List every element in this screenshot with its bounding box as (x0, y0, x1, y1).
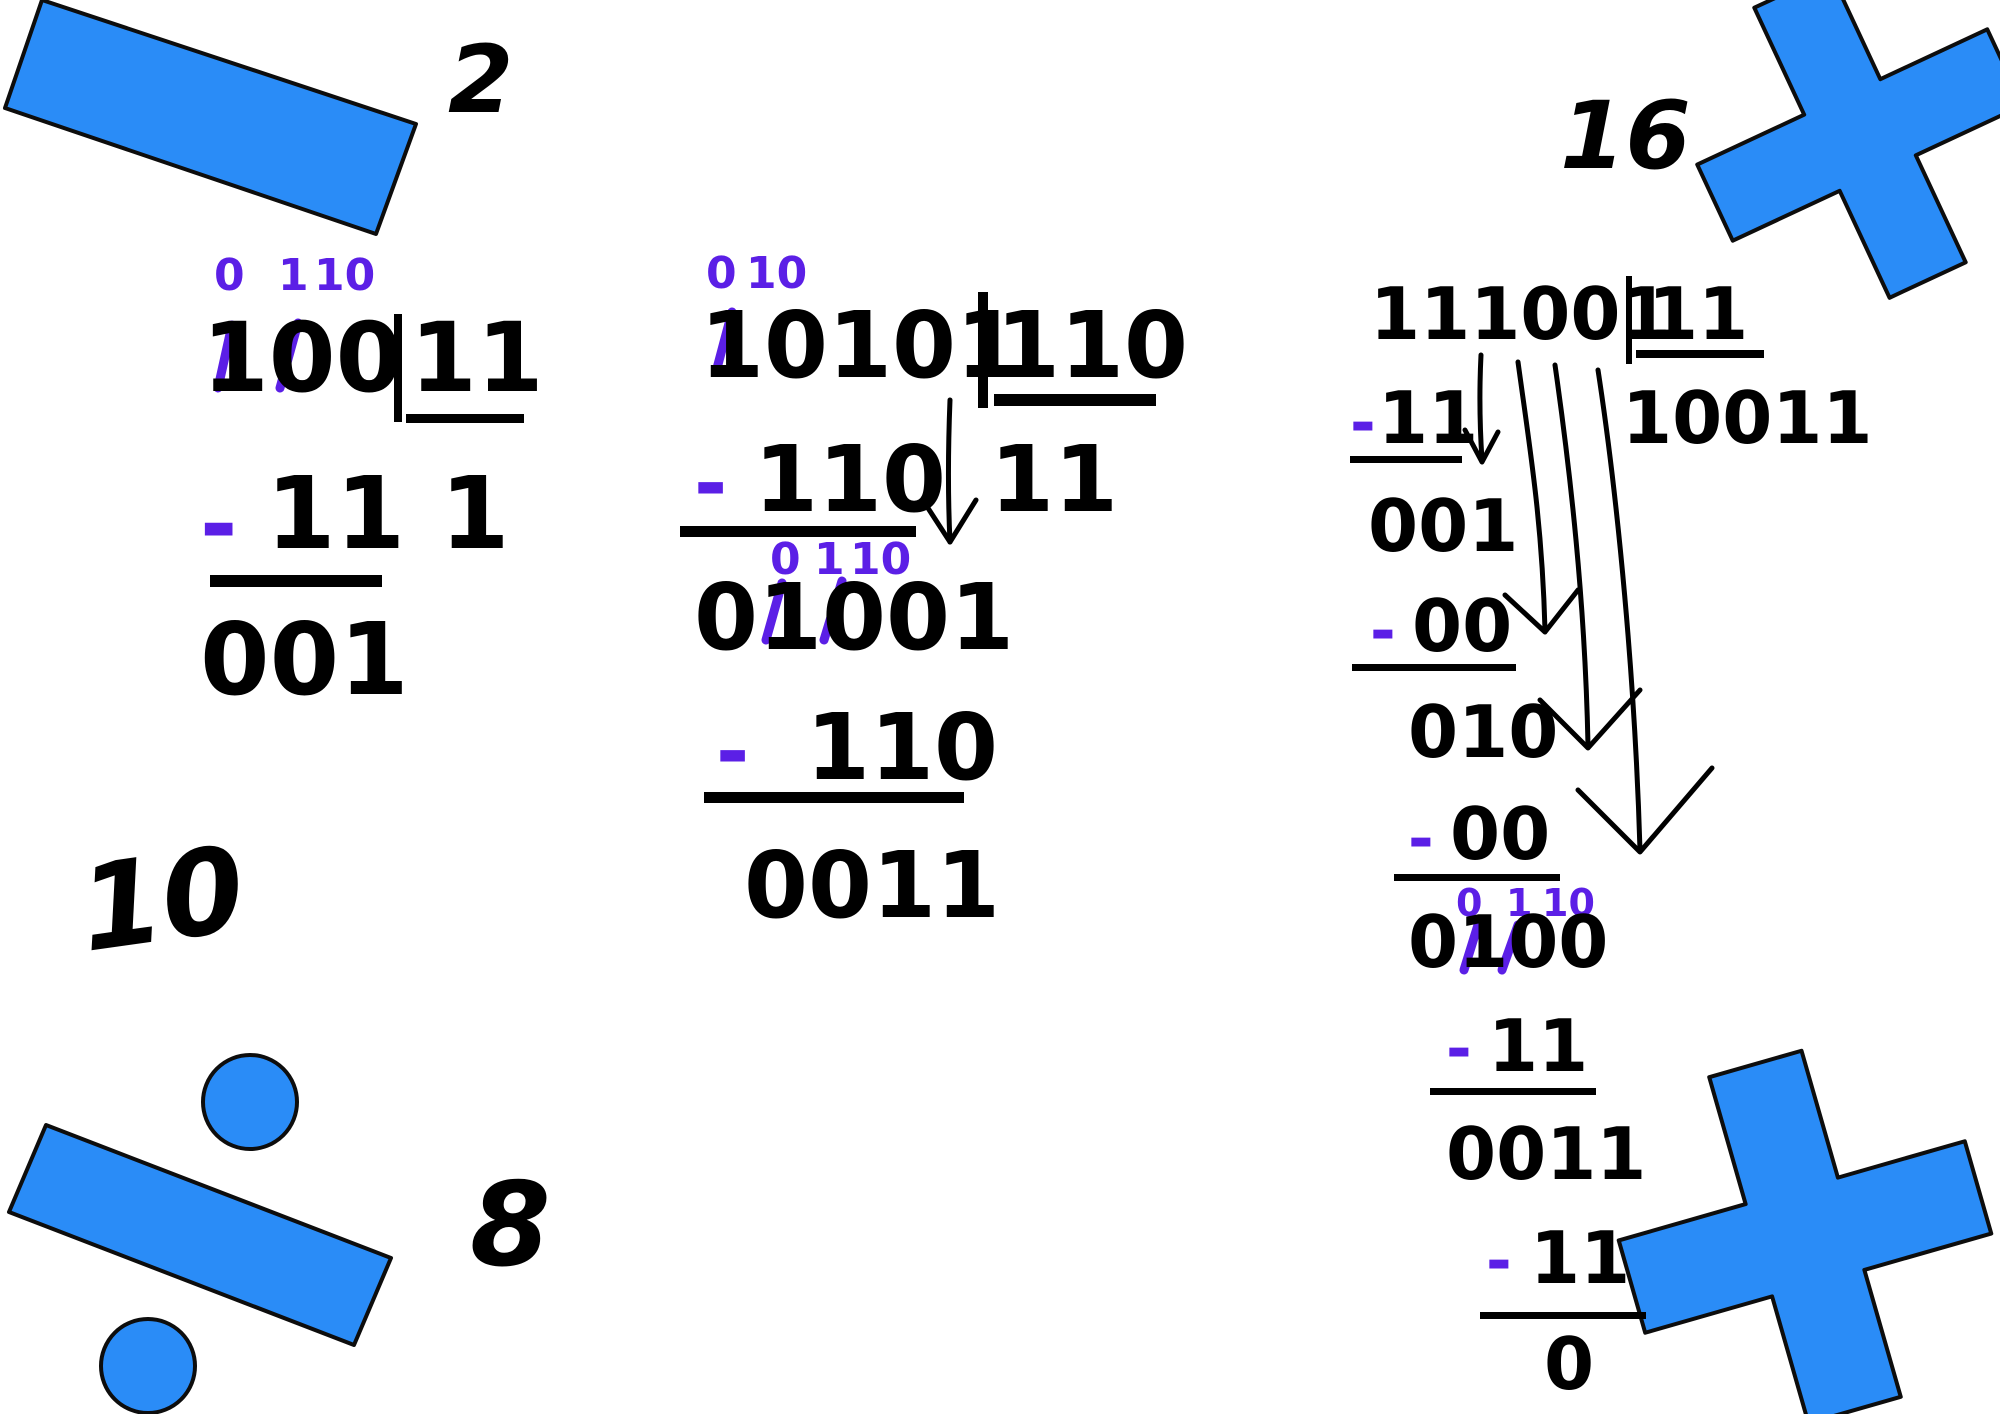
divisor-underline (994, 394, 1156, 406)
remainder: 001 (200, 601, 409, 718)
subtrahend: 11 (1378, 376, 1479, 460)
subtraction-line (1394, 874, 1560, 881)
subtraction-line (1350, 456, 1462, 463)
minus-sign: - (1350, 386, 1376, 459)
borrow-digit: 0 (770, 534, 801, 585)
subtraction-line (1480, 1312, 1646, 1319)
subtrahend: 00 (1412, 584, 1513, 668)
borrow-digit: 0 (214, 250, 245, 301)
minus-sign: - (1408, 802, 1434, 875)
corner-label-ten: 10 (71, 819, 254, 979)
minus-sign: - (716, 705, 750, 798)
dividend: 111001 (1370, 272, 1671, 356)
minus-sign: - (1370, 594, 1396, 667)
subtrahend: 00 (1450, 792, 1551, 876)
subtrahend: 11 (1530, 1216, 1631, 1300)
borrow-digit: 0 (706, 248, 737, 299)
divisor: 11 (1648, 272, 1749, 356)
subtraction-line (1352, 664, 1516, 671)
corner-label-top-right: 16 (1560, 82, 1691, 191)
minus-icon (3, 0, 418, 236)
borrow-digit: 10 (1542, 881, 1595, 925)
borrow-digit: 1 (278, 250, 309, 301)
divisor: 110 (996, 292, 1189, 399)
strike-marks (213, 307, 1523, 975)
quotient: 11 (990, 426, 1119, 533)
division-bracket (394, 314, 402, 422)
subtrahend: 110 (754, 426, 947, 533)
subtraction-line (704, 792, 964, 803)
remainder: 01001 (694, 564, 1015, 671)
subtraction-line (210, 575, 382, 587)
dividend: 100 (202, 302, 403, 414)
borrow-digit: 0 (1456, 881, 1483, 925)
dividend: 10101 (700, 292, 1021, 399)
subtraction-line (1430, 1088, 1596, 1095)
minus-sign: - (694, 437, 728, 530)
remainder: 001 (1368, 484, 1519, 568)
borrow-digit: 1 (1506, 881, 1533, 925)
subtrahend: 110 (806, 694, 999, 801)
borrow-digit: 1 (814, 534, 845, 585)
remainder: 0011 (744, 832, 1001, 939)
division-bracket (978, 292, 988, 408)
division-icon (7, 1053, 393, 1414)
quotient: 1 (440, 455, 510, 572)
minus-sign: - (200, 472, 238, 577)
remainder: 0 (1544, 1322, 1595, 1406)
subtraction-line (680, 526, 916, 537)
plus-icon (1695, 0, 2000, 300)
remainder: 0100 (1408, 900, 1609, 984)
subtrahend: 11 (1488, 1004, 1589, 1088)
remainder: 010 (1408, 690, 1559, 774)
divisor-underline (406, 414, 524, 423)
arrow-icon (923, 352, 1715, 855)
minus-sign: - (1446, 1012, 1472, 1085)
borrow-digit: 10 (314, 250, 376, 301)
subtrahend: 11 (266, 455, 406, 572)
plus-icon (1616, 1048, 1994, 1414)
corner-label-top-left: 2 (448, 26, 514, 135)
borrow-digit: 10 (850, 534, 912, 585)
remainder: 0011 (1446, 1112, 1647, 1196)
division-bracket (1626, 276, 1632, 364)
divisor: 11 (410, 302, 544, 414)
quotient: 10011 (1622, 376, 1873, 460)
minus-sign: - (1486, 1224, 1512, 1297)
divisor-underline (1636, 350, 1764, 358)
borrow-digit: 10 (746, 248, 808, 299)
corner-label-eight: 8 (470, 1158, 551, 1293)
